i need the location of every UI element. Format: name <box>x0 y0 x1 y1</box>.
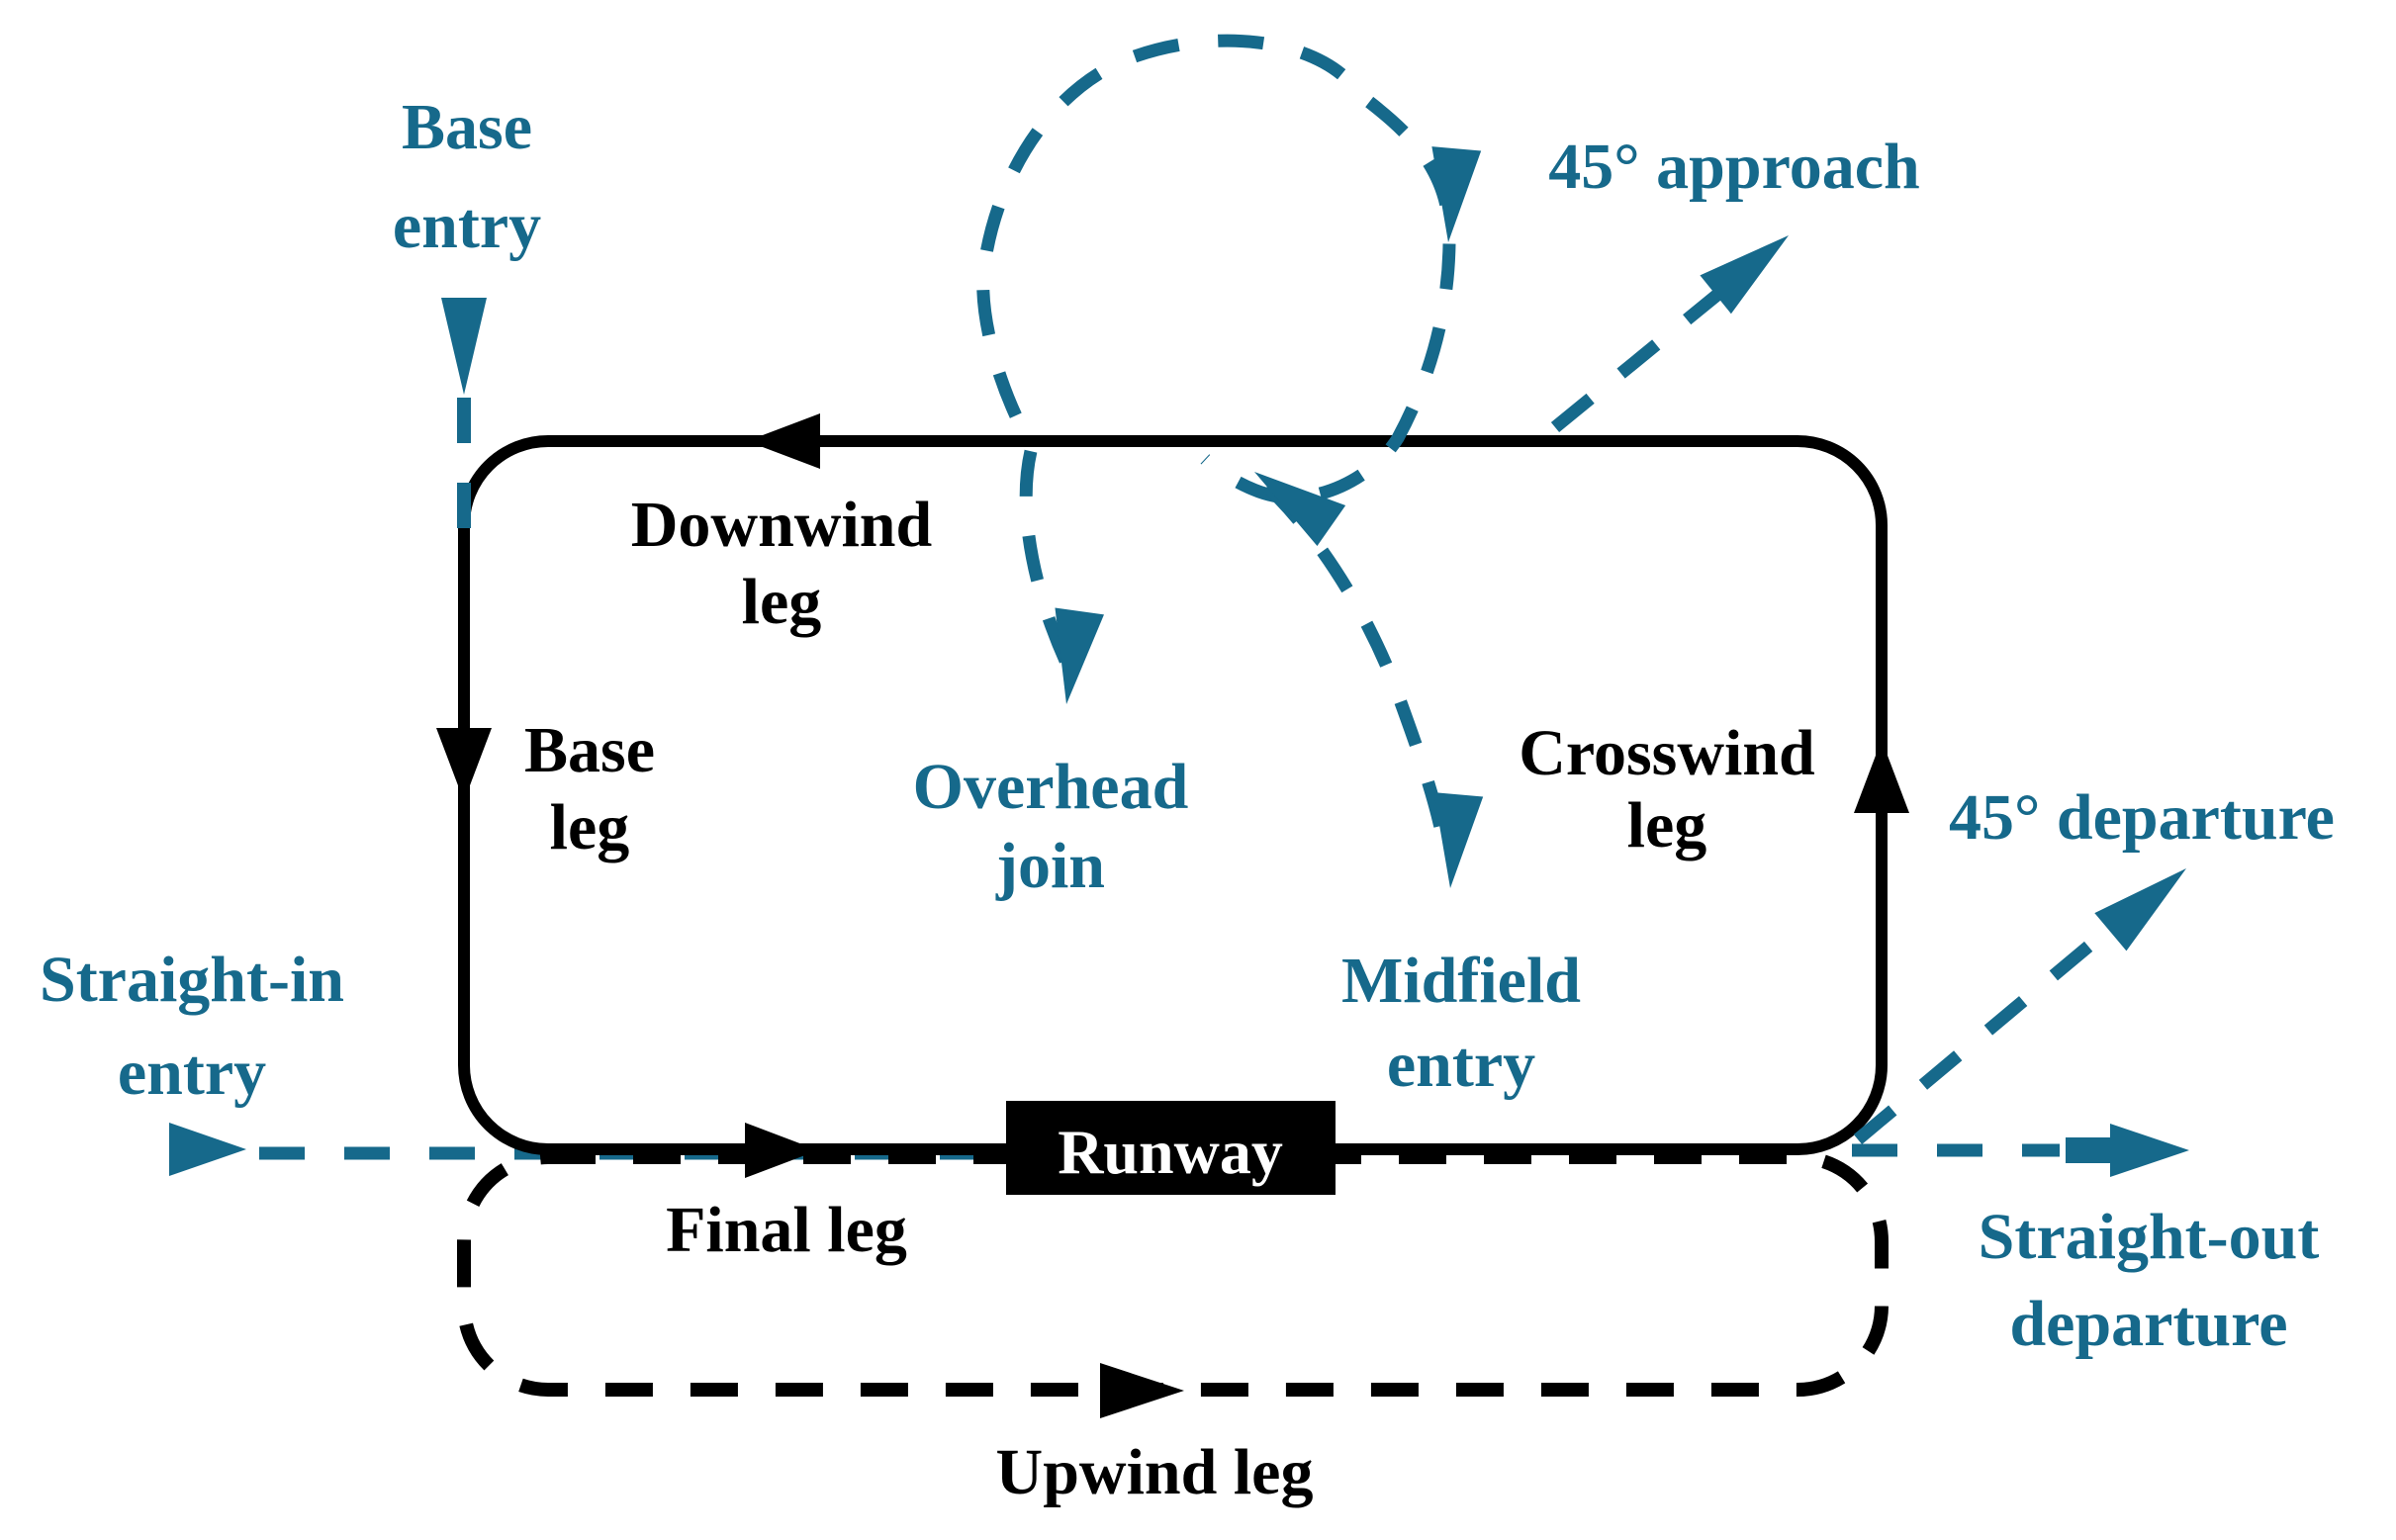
final-leg-label: Final leg <box>666 1194 907 1266</box>
overhead-join-loop-line <box>976 34 1456 664</box>
overhead-join-arrow-icon <box>1055 607 1104 704</box>
base-leg-arrow-icon <box>436 728 492 801</box>
upwind-leg-label: Upwind leg <box>996 1436 1314 1508</box>
base-entry-arrow-icon <box>441 298 487 395</box>
45-approach-arrow-icon <box>1700 235 1789 315</box>
base-leg-label-line1: Base <box>524 714 655 786</box>
runway-label: Runway <box>1058 1117 1283 1187</box>
downwind-leg-label-line2: leg <box>742 566 822 638</box>
45-departure-line <box>1853 911 2130 1144</box>
straight-out-departure-label-line2: departure <box>2009 1288 2287 1360</box>
45-departure-label: 45° departure <box>1949 781 2335 854</box>
base-entry-label-line1: Base <box>402 91 532 163</box>
downwind-merge-arrow-icon <box>1254 472 1346 546</box>
downwind-leg-arrow-icon <box>747 413 820 469</box>
final-leg-arrow-icon <box>745 1123 818 1178</box>
straight-in-entry-arrow-icon <box>169 1123 246 1176</box>
straight-in-entry-label-line1: Straight-in <box>40 944 344 1016</box>
straight-in-entry-label-line2: entry <box>118 1037 266 1109</box>
overhead-join-label-line2: join <box>995 830 1105 902</box>
45-approach-label: 45° approach <box>1548 131 1919 203</box>
midfield-entry-line <box>1262 482 1450 843</box>
straight-out-departure-label-line1: Straight-out <box>1979 1201 2320 1273</box>
crosswind-leg-label-line2: leg <box>1627 789 1707 861</box>
crosswind-leg-arrow-icon <box>1854 740 1909 813</box>
base-leg-label-line2: leg <box>550 791 630 863</box>
downwind-leg-label-line1: Downwind <box>631 489 932 561</box>
overhead-join-label-line1: Overhead <box>913 751 1189 823</box>
midfield-entry-label-line1: Midfield <box>1341 945 1581 1017</box>
overhead-loop-descent-arrow-icon <box>1431 146 1482 242</box>
base-entry-label-line2: entry <box>393 190 541 262</box>
straight-out-departure-arrow-icon <box>2110 1124 2189 1177</box>
runway-box <box>1006 1101 1336 1195</box>
45-departure-arrow-icon <box>2094 868 2186 951</box>
45-approach-line <box>1550 253 1766 433</box>
upwind-leg-arrow-icon <box>1100 1363 1184 1418</box>
midfield-entry-arrow-icon <box>1433 792 1484 888</box>
midfield-entry-label-line2: entry <box>1387 1029 1535 1101</box>
crosswind-leg-label-line1: Crosswind <box>1519 717 1815 789</box>
